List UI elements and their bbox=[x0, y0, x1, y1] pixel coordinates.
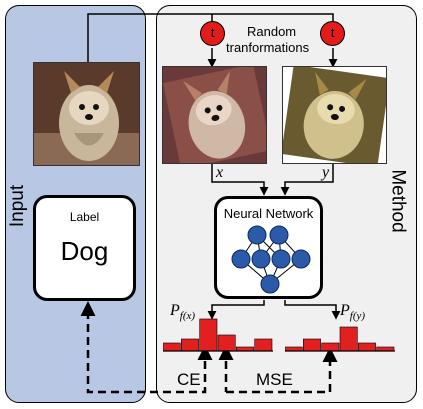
transform-caption-line2: tranformations bbox=[226, 40, 310, 55]
method-panel-title: Method bbox=[387, 169, 409, 233]
distribution-bar-5 bbox=[236, 346, 254, 352]
px-distribution-chart bbox=[163, 318, 273, 352]
distribution-bar-6 bbox=[254, 338, 273, 352]
input-dog-image bbox=[33, 62, 140, 166]
px-label-sub: f(x) bbox=[179, 310, 196, 323]
distribution-bar-3 bbox=[199, 318, 218, 352]
mse-loss-label: MSE bbox=[256, 370, 293, 389]
py-label-main: P bbox=[340, 302, 350, 319]
network-node bbox=[271, 249, 291, 269]
network-node bbox=[260, 274, 280, 294]
network-node bbox=[247, 225, 267, 245]
transformed-image-x bbox=[162, 66, 267, 164]
network-node bbox=[231, 249, 251, 269]
neural-network-box: Neural Network bbox=[214, 196, 323, 299]
py-distribution-chart bbox=[285, 326, 395, 352]
distribution-bar-6 bbox=[376, 346, 395, 352]
label-box: Label Dog bbox=[33, 195, 136, 301]
px-label-main: P bbox=[170, 302, 180, 319]
distribution-bar-1 bbox=[163, 342, 181, 352]
transform-node-y-symbol: t bbox=[330, 25, 335, 40]
transform-node-x: t bbox=[200, 21, 225, 46]
variable-x-label: x bbox=[216, 164, 224, 181]
ce-loss-label: CE bbox=[177, 370, 201, 389]
input-panel-title: Input bbox=[7, 184, 29, 228]
label-box-heading: Label bbox=[69, 210, 100, 224]
network-node bbox=[291, 249, 311, 269]
distribution-bar-4 bbox=[339, 326, 358, 352]
variable-y-label: y bbox=[322, 164, 330, 181]
transform-node-x-symbol: t bbox=[210, 25, 215, 40]
network-node bbox=[251, 249, 271, 269]
label-box-value: Dog bbox=[60, 236, 109, 266]
distribution-bar-5 bbox=[358, 342, 376, 352]
px-label: Pf(x) bbox=[170, 302, 195, 322]
network-node bbox=[269, 225, 289, 245]
distribution-bar-2 bbox=[302, 338, 321, 352]
distribution-bar-4 bbox=[217, 334, 236, 352]
transformed-image-y bbox=[282, 66, 387, 164]
distribution-bar-3 bbox=[321, 342, 340, 352]
distribution-bar-1 bbox=[285, 346, 303, 352]
py-label-sub: f(y) bbox=[349, 310, 366, 323]
transform-node-y: t bbox=[320, 21, 345, 46]
distribution-bar-2 bbox=[180, 338, 199, 352]
neural-network-title: Neural Network bbox=[223, 206, 314, 221]
network-graph bbox=[231, 225, 311, 294]
transform-caption-line1: Random bbox=[247, 24, 297, 39]
py-label: Pf(y) bbox=[340, 302, 365, 322]
